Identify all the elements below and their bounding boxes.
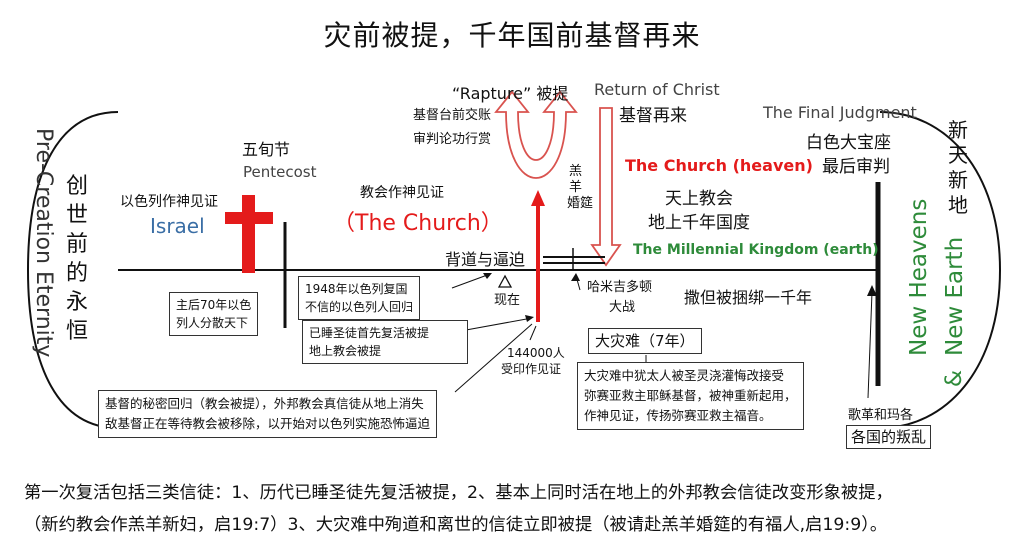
gog-magog: 歌革和玛各 <box>848 408 914 423</box>
church-label: （The Church） <box>333 211 503 236</box>
new-heaven-char: 地 <box>948 193 968 217</box>
ampersand: & <box>942 369 968 388</box>
jews-repent-box: 大灾难中犹太人被圣灵浇灌悔改接受 弥赛亚救主耶稣基督，被神重新起用， 作神见证，… <box>577 362 804 430</box>
raptured-line2: 地上教会被提 <box>309 344 382 358</box>
lamb-marriage-char: 羔 <box>569 164 583 179</box>
arrow-144000 <box>529 325 537 341</box>
pre-creation-char: 的 <box>66 261 89 286</box>
lamb-marriage-feast-2: 婚 筵 <box>567 196 593 212</box>
arrow-1948 <box>451 273 491 289</box>
lamb-marriage-char: 筵 <box>580 196 594 211</box>
rapture-judgment-2: 审判论功行赏 <box>413 132 492 147</box>
jews-repent-line3: 作神见证，传扬弥赛亚救主福音。 <box>584 408 772 423</box>
israel-witness: 以色列作神见证 <box>120 194 218 210</box>
raptured-line1: 已睡圣徒首先复活被提 <box>309 326 430 340</box>
israel-1948-box: 1948年以色列复国 不信的以色列人回归 <box>298 276 421 320</box>
armageddon-line2: 大战 <box>609 300 636 315</box>
lamb-marriage-feast: 羔 羊 <box>569 164 582 196</box>
secret-return-line1: 基督的秘密回归（教会被提），外邦教会真信徒从地上消失 <box>105 396 424 411</box>
millennial-kingdom: The Millennial Kingdom (earth) <box>633 242 879 258</box>
arrow-gog-magog <box>867 291 873 399</box>
arrow-raptured <box>465 317 533 331</box>
pentecost-english: Pentecost <box>243 163 317 181</box>
return-english: Return of Christ <box>594 80 720 99</box>
caption-line-1: 第一次复活包括三类信徒：1、历代已睡圣徒先复活被提，2、基本上同时活在地上的外邦… <box>24 483 893 503</box>
arrow-1948-head <box>483 273 492 279</box>
new-heaven-char: 天 <box>948 143 968 167</box>
nations-revolt-box: 各国的叛乱 <box>846 425 932 449</box>
left-eternity-oval <box>26 111 119 429</box>
pre-creation-char: 创 <box>66 174 89 199</box>
arrow-secret-return <box>454 323 533 393</box>
new-heaven-earth-chinese: 新 天 新 地 <box>948 118 968 218</box>
pre-creation-char: 永 <box>66 290 89 315</box>
rapture-red-arrowhead <box>531 190 545 206</box>
caption-line-2: （新约教会作羔羊新妇，启19:7）3、大灾难中殉道和离世的信徒立即被提（被请赴羔… <box>24 515 888 535</box>
scattered-line1: 主后70年以色 <box>176 298 252 312</box>
cross-horizontal <box>225 212 273 224</box>
lamb-marriage-char: 羊 <box>569 180 583 195</box>
new-heavens-english: New Heavens <box>906 198 932 356</box>
apostasy-label: 背道与逼迫 <box>445 250 526 269</box>
new-heaven-char: 新 <box>948 118 968 142</box>
arrow-armageddon-head <box>571 273 580 281</box>
pre-creation-english: Pre-Creation Eternity <box>31 128 56 358</box>
israel-1948-line2: 不信的以色列人回归 <box>305 300 414 314</box>
pre-creation-char: 恒 <box>66 319 89 344</box>
rapture-label: “Rapture” 被提 <box>452 84 569 103</box>
pre-creation-chinese: 创 世 前 的 永 恒 <box>66 172 88 346</box>
heaven-church: 天上教会 <box>665 189 733 209</box>
now-triangle <box>497 274 513 288</box>
arrow-gog-magog-head <box>867 285 877 296</box>
church-witness: 教会作神见证 <box>360 185 444 201</box>
rapture-u-arrow <box>494 90 578 179</box>
pentecost-chinese: 五旬节 <box>242 140 291 159</box>
sealed-144000: 144000人 <box>507 346 565 360</box>
final-judgment-last: 最后审判 <box>822 157 890 177</box>
scattered-line2: 列人分散天下 <box>176 316 249 330</box>
jews-repent-line2: 弥赛亚救主耶稣基督，被神重新起用， <box>584 388 797 403</box>
arrow-raptured-head <box>525 315 534 322</box>
raptured-box: 已睡圣徒首先复活被提 地上教会被提 <box>302 320 468 364</box>
tribulation-box: 大灾难（7年） <box>588 328 702 354</box>
final-judgment-english: The Final Judgment <box>763 103 917 122</box>
scattered-box: 主后70年以色 列人分散天下 <box>169 292 259 336</box>
return-chinese: 基督再来 <box>619 106 687 126</box>
now-label: 现在 <box>494 293 521 308</box>
satan-bound: 撒但被捆绑一千年 <box>684 288 813 307</box>
lamb-marriage-char: 婚 <box>567 196 581 211</box>
new-earth-english: New Earth <box>942 236 968 356</box>
new-heaven-char: 新 <box>948 168 968 192</box>
rapture-judgment-1: 基督台前交账 <box>413 108 492 123</box>
jews-repent-line1: 大灾难中犹太人被圣灵浇灌悔改接受 <box>584 368 785 383</box>
pre-creation-char: 前 <box>66 232 89 257</box>
right-eternity-oval <box>879 111 1002 429</box>
israel-1948-line1: 1948年以色列复国 <box>305 282 408 296</box>
armageddon-line1: 哈米吉多顿 <box>587 280 653 295</box>
page-title: 灾前被提，千年国前基督再来 <box>323 19 701 52</box>
secret-return-box: 基督的秘密回归（教会被提），外邦教会真信徒从地上消失 敌基督正在等待教会被移除，… <box>98 390 438 438</box>
final-judgment-throne: 白色大宝座 <box>806 133 891 153</box>
return-down-arrow <box>590 107 622 267</box>
pre-creation-char: 世 <box>66 203 89 228</box>
cross-vertical <box>242 195 255 273</box>
sealed-witness: 受印作见证 <box>501 362 562 376</box>
israel-label: Israel <box>150 214 205 238</box>
secret-return-line2: 敌基督正在等待教会被移除，以开始对以色列实施恐怖逼迫 <box>105 416 431 431</box>
earth-kingdom: 地上千年国度 <box>648 213 750 233</box>
church-heaven: The Church (heaven) <box>625 156 813 175</box>
